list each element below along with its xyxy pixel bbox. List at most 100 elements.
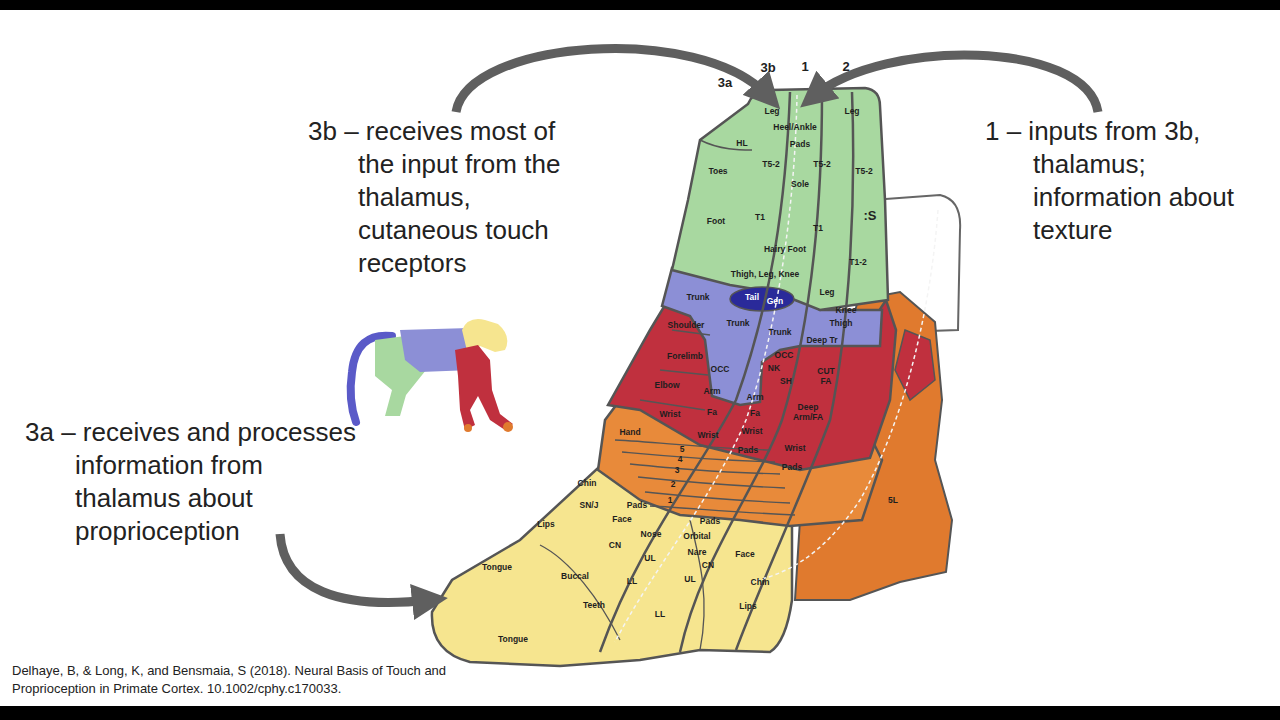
region-label: 1 xyxy=(668,495,673,505)
arm-patch xyxy=(895,330,935,400)
region-label: OCC xyxy=(775,350,794,360)
callout-text: 1 – inputs from 3b, thalamus; informatio… xyxy=(1033,115,1267,247)
region-label: Leg xyxy=(764,106,779,116)
region-label: Wrist xyxy=(784,443,805,453)
region-label: LL xyxy=(655,609,665,619)
area-boundary xyxy=(600,92,790,652)
callout-arrow xyxy=(456,49,768,112)
leg-region xyxy=(672,88,888,310)
region-label: UL xyxy=(644,553,655,563)
region-label: Teeth xyxy=(583,600,605,610)
top-bar xyxy=(0,0,1280,10)
region-label: Foot xyxy=(707,216,725,226)
region-label: Thigh, Leg, Knee xyxy=(731,269,799,279)
region-label: Nare xyxy=(688,547,707,557)
region-label: Tail xyxy=(745,292,759,302)
region-label: Pads xyxy=(627,500,647,510)
region-label: Fa xyxy=(707,407,717,417)
region-label: OCC xyxy=(711,364,730,374)
region-label: T5-2 xyxy=(762,159,779,169)
area-label: 3a xyxy=(718,75,732,90)
region-label: Fa xyxy=(750,408,760,418)
area-boundary xyxy=(680,92,822,652)
region-label: Hairy Foot xyxy=(764,244,806,254)
region-label: Leg xyxy=(819,287,834,297)
region-label: Gen xyxy=(767,296,784,306)
tail-genital-patch xyxy=(730,287,794,311)
region-label: Shoulder xyxy=(668,320,705,330)
sub-boundary xyxy=(640,330,710,410)
region-label: Face xyxy=(612,514,631,524)
citation: Delhaye, B, & Long, K, and Bensmaia, S (… xyxy=(12,662,492,698)
region-label: Pads xyxy=(790,139,810,149)
region-label: Nose xyxy=(641,529,662,539)
region-label: Heel/Ankle xyxy=(773,122,816,132)
region-label: Trunk xyxy=(768,327,791,337)
region-label: NK xyxy=(768,363,780,373)
region-label: Pads xyxy=(738,445,758,455)
region-label: Arm xyxy=(703,386,720,396)
region-label: Orbital xyxy=(683,531,710,541)
region-label: T5-2 xyxy=(813,159,830,169)
region-label: Deep Arm/FA xyxy=(791,402,825,422)
region-label: CUT FA xyxy=(815,366,837,386)
region-label: 5 xyxy=(680,444,685,454)
region-label: Leg xyxy=(844,106,859,116)
region-label: Buccal xyxy=(561,571,589,581)
digit-stripes xyxy=(615,440,795,515)
callout-text: 3a – receives and processes information … xyxy=(75,416,360,548)
region-label: SH xyxy=(780,376,792,386)
region-label: Pads xyxy=(782,462,802,472)
region-label: Hand xyxy=(619,427,640,437)
monkey-hand xyxy=(503,422,513,432)
dashed-line xyxy=(615,95,797,642)
region-label: 4 xyxy=(678,454,683,464)
region-label: Toes xyxy=(708,166,727,176)
area-label: 2 xyxy=(842,59,849,74)
dashed-line xyxy=(750,210,938,582)
area-label: 1 xyxy=(801,59,808,74)
region-label: CN xyxy=(609,540,621,550)
region-label: Elbow xyxy=(654,380,679,390)
callout-arrow xyxy=(280,534,430,602)
area-label: 3b xyxy=(760,60,775,75)
region-label: T1-2 xyxy=(849,257,866,267)
sub-boundary xyxy=(540,520,704,650)
region-label: Chin xyxy=(751,577,770,587)
region-label: HL xyxy=(736,138,747,148)
region-label: Lips xyxy=(537,519,554,529)
region-label: Sole xyxy=(791,179,809,189)
region-label: T5-2 xyxy=(855,166,872,176)
region-label: 3 xyxy=(675,465,680,475)
region-label: Forelimb xyxy=(667,351,703,361)
region-label: 5L xyxy=(888,495,898,505)
callout-text: 3b – receives most of the input from the… xyxy=(358,115,590,280)
region-label: Wrist xyxy=(741,426,762,436)
region-label: Chin xyxy=(578,478,597,488)
region-label: Knee xyxy=(836,305,857,315)
region-label: 2 xyxy=(671,479,676,489)
region-label: Tongue xyxy=(482,562,512,572)
region-label: SN/J xyxy=(580,500,599,510)
monkey-arm xyxy=(455,345,513,430)
region-label: Lips xyxy=(739,601,756,611)
region-label: Face xyxy=(735,549,754,559)
bottom-bar xyxy=(0,706,1280,720)
area-label: :S xyxy=(864,208,877,223)
monkey-hand xyxy=(464,424,472,432)
region-label: Tongue xyxy=(498,634,528,644)
region-label: Arm xyxy=(746,392,763,402)
region-label: CN xyxy=(702,560,714,570)
region-label: Wrist xyxy=(697,430,718,440)
region-label: T1 xyxy=(813,223,823,233)
area-boundary xyxy=(736,92,853,650)
region-label: LL xyxy=(627,576,637,586)
region-label: T1 xyxy=(755,212,765,222)
region-label: Thigh xyxy=(829,318,852,328)
region-label: Trunk xyxy=(726,318,749,328)
region-label: UL xyxy=(684,574,695,584)
region-label: Deep Tr xyxy=(806,335,837,345)
region-label: Wrist xyxy=(659,409,680,419)
